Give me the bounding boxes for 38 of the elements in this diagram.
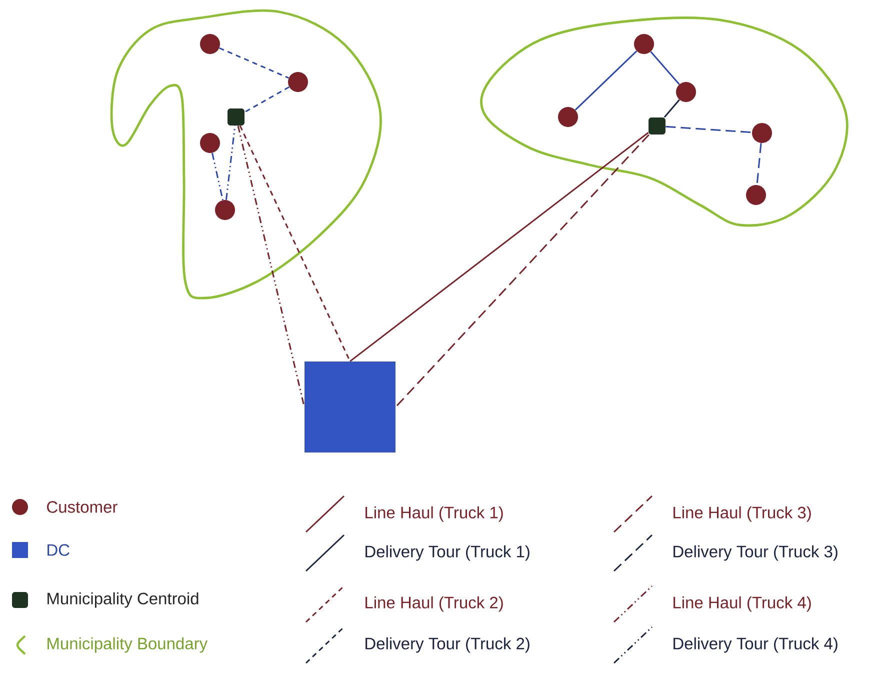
delivery-route (756, 143, 762, 185)
delivery-route (219, 47, 289, 79)
dc-square (304, 362, 396, 452)
legend-label: Delivery Tour (Truck 2) (366, 637, 530, 653)
legend-label: DC (48, 544, 70, 556)
customer-dot (200, 133, 220, 153)
delivery-route (244, 86, 290, 113)
delivery-route (225, 126, 236, 200)
municipality-boundary (110, 9, 382, 300)
customer-dot (200, 34, 220, 54)
delivery-route (666, 126, 752, 134)
customer-dot (634, 34, 654, 54)
centroid-marker (228, 108, 244, 126)
legend-label: Line Haul (Truck 2) (366, 596, 503, 612)
legend-label: Municipality Boundary (48, 637, 208, 653)
line-haul-route (395, 134, 650, 408)
legend-label: Line Haul (Truck 1) (366, 506, 503, 522)
delivery-route (212, 152, 224, 200)
customer-dot (746, 185, 766, 205)
centroid-marker (648, 118, 666, 134)
legend-label: Delivery Tour (Truck 1) (366, 545, 530, 561)
legend-label: Delivery Tour (Truck 4) (674, 637, 838, 653)
legend-label: Line Haul (Truck 4) (674, 596, 811, 612)
customer-dot (676, 82, 696, 102)
delivery-route (664, 99, 680, 118)
customer-dot (288, 72, 308, 92)
customer-dot (752, 123, 772, 143)
customer-dot (215, 200, 235, 220)
legend-label: Delivery Tour (Truck 3) (674, 545, 838, 561)
delivery-route (574, 50, 638, 110)
line-haul-route (239, 125, 351, 362)
legend-label: Customer (47, 501, 118, 513)
line-haul-route (350, 132, 649, 362)
delivery-route (650, 51, 680, 85)
legend-label: Line Haul (Truck 3) (674, 506, 811, 522)
legend-label: Municipality Centroid (48, 592, 198, 608)
municipality-boundary (480, 16, 848, 227)
customer-dot (558, 107, 578, 127)
